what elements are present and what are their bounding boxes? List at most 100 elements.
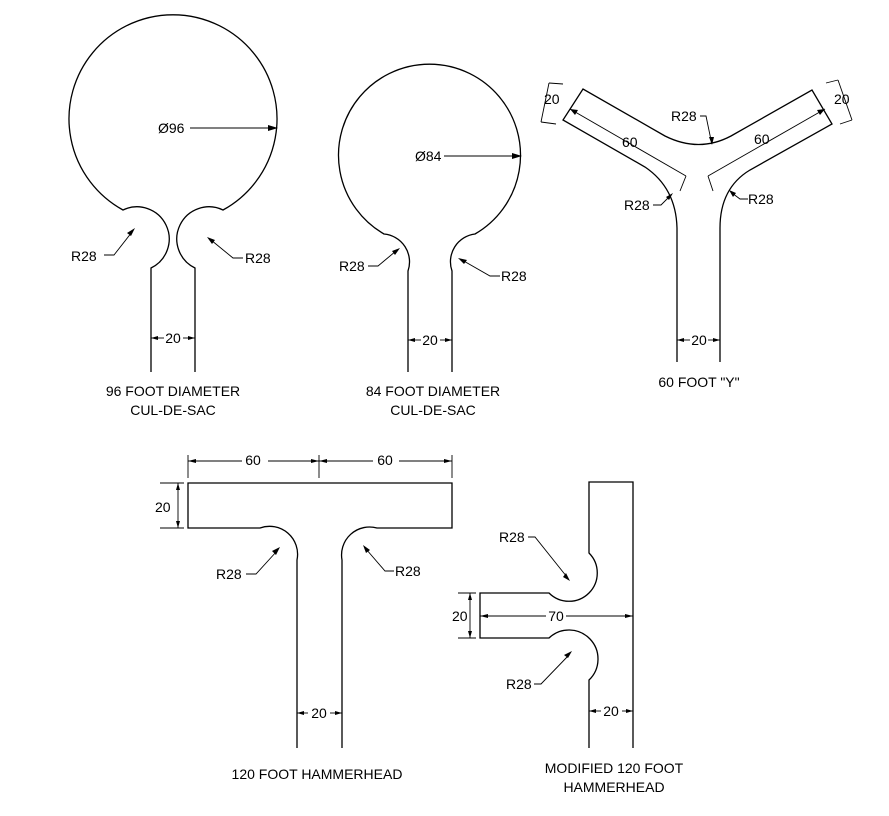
cul84-radius-left-label: R28	[339, 258, 365, 274]
modified-radius-top-label: R28	[499, 529, 525, 545]
arrowhead	[268, 125, 278, 131]
arrowhead	[176, 521, 180, 528]
dimension-line	[548, 82, 564, 85]
hammerhead-120: 60 60 20 R28 R28 20 120 FOOT HAMMERHEAD	[155, 451, 453, 782]
arrowhead	[444, 459, 452, 463]
arrowhead	[512, 153, 522, 159]
arrowhead	[311, 459, 319, 463]
y-left-arm-length: 60	[622, 134, 638, 150]
cul-de-sac-96: Ø96 R28 R28 20 96 FOOT DIAMETER CUL-DE-S…	[68, 14, 278, 418]
cul96-radius-right-label: R28	[245, 250, 271, 266]
cul84-caption-line2: CUL-DE-SAC	[390, 402, 476, 418]
cul96-width-label: 20	[165, 330, 181, 346]
cul-de-sac-84: Ø84 R28 R28 20 84 FOOT DIAMETER CUL-DE-S…	[337, 63, 527, 418]
arrowhead	[626, 709, 633, 713]
y-left-arm-extension	[679, 175, 687, 192]
arrowhead	[563, 573, 570, 581]
cul96-radius-right-leader	[210, 239, 243, 259]
arrowhead	[445, 338, 452, 342]
modified-hammerhead: R28 R28 20 70 20 MODIFIED 120 FOOT HAMME…	[452, 481, 684, 795]
y-turnaround: 60 60 20 20 R28 R28 R28 20 60 FOOT "Y"	[540, 79, 853, 390]
cul84-outline	[337, 63, 522, 372]
arrowhead	[319, 459, 327, 463]
arrowhead	[709, 137, 714, 145]
y-right-arm-extension	[707, 175, 714, 192]
arrowhead	[207, 237, 215, 244]
hammerhead-radius-left-leader	[246, 550, 278, 575]
arrowhead	[713, 338, 720, 342]
cul96-radius-left-leader	[104, 231, 133, 256]
label-mask	[373, 451, 399, 465]
arrowhead	[729, 190, 736, 197]
y-radius-top-label: R28	[671, 108, 697, 124]
arrowhead	[458, 258, 467, 264]
arrowhead	[564, 651, 572, 658]
cul96-radius-left-label: R28	[71, 248, 97, 264]
arrowhead	[589, 709, 596, 713]
modified-outline	[479, 481, 634, 748]
arrowhead	[188, 336, 195, 340]
cul84-radius-right-leader	[461, 259, 500, 277]
y-radius-left-label: R28	[624, 197, 650, 213]
hammerhead-radius-right-leader	[365, 548, 394, 572]
dimension-line	[540, 121, 557, 125]
modified-radius-top-leader	[528, 536, 568, 578]
arrowhead	[817, 109, 825, 115]
modified-radius-bottom-label: R28	[506, 676, 532, 692]
modified-caption-line2: HAMMERHEAD	[563, 779, 664, 795]
arrowhead	[297, 711, 304, 715]
modified-branch-length: 70	[548, 608, 564, 624]
arrowhead	[666, 193, 673, 200]
modified-branch-width: 20	[452, 608, 468, 624]
cul84-width-label: 20	[422, 332, 438, 348]
arrowhead	[176, 483, 180, 490]
cul84-radius-left-leader	[368, 250, 397, 267]
y-left-arm-dimline	[569, 108, 687, 177]
hammerhead-left-length: 60	[245, 452, 261, 468]
label-mask	[242, 451, 268, 465]
arrowhead	[272, 547, 280, 555]
dimension-line	[839, 119, 853, 125]
arrowhead	[363, 545, 370, 553]
y-radius-left-leader	[653, 195, 671, 206]
arrowhead	[392, 248, 400, 255]
y-width-label: 20	[691, 332, 707, 348]
arrowhead	[335, 711, 342, 715]
cul96-diameter-label: Ø96	[158, 120, 185, 136]
dimension-line	[540, 82, 550, 123]
y-outline	[562, 88, 833, 362]
hammerhead-right-length: 60	[377, 452, 393, 468]
cul96-caption-line2: CUL-DE-SAC	[130, 402, 216, 418]
y-right-arm-dimline	[707, 108, 826, 177]
dimension-line	[825, 79, 839, 84]
y-radius-top-leader	[700, 115, 712, 141]
y-left-arm-width: 20	[544, 91, 560, 107]
y-right-arm-length: 60	[754, 131, 770, 147]
y-right-arm-width: 20	[834, 91, 850, 107]
cul96-outline	[68, 14, 278, 372]
arrowhead	[468, 593, 472, 600]
cul84-radius-right-label: R28	[501, 268, 527, 284]
y-radius-right-leader	[731, 192, 748, 200]
dimension-line	[837, 79, 853, 121]
arrowhead	[151, 336, 158, 340]
modified-radius-bottom-leader	[534, 654, 570, 685]
cul84-caption-line1: 84 FOOT DIAMETER	[366, 383, 500, 399]
arrowhead	[127, 228, 135, 236]
arrowhead	[480, 614, 488, 618]
arrowhead	[625, 614, 633, 618]
hammerhead-radius-left-label: R28	[216, 566, 242, 582]
modified-caption-line1: MODIFIED 120 FOOT	[545, 760, 684, 776]
arrowhead	[468, 631, 472, 638]
arrowhead	[188, 459, 196, 463]
cul84-diameter-label: Ø84	[415, 148, 442, 164]
arrowhead	[570, 109, 578, 115]
hammerhead-caption: 120 FOOT HAMMERHEAD	[232, 766, 403, 782]
arrowhead	[408, 338, 415, 342]
y-radius-right-label: R28	[748, 191, 774, 207]
hammerhead-head-width: 20	[155, 499, 171, 515]
y-caption: 60 FOOT "Y"	[658, 374, 739, 390]
cul96-caption-line1: 96 FOOT DIAMETER	[106, 383, 240, 399]
